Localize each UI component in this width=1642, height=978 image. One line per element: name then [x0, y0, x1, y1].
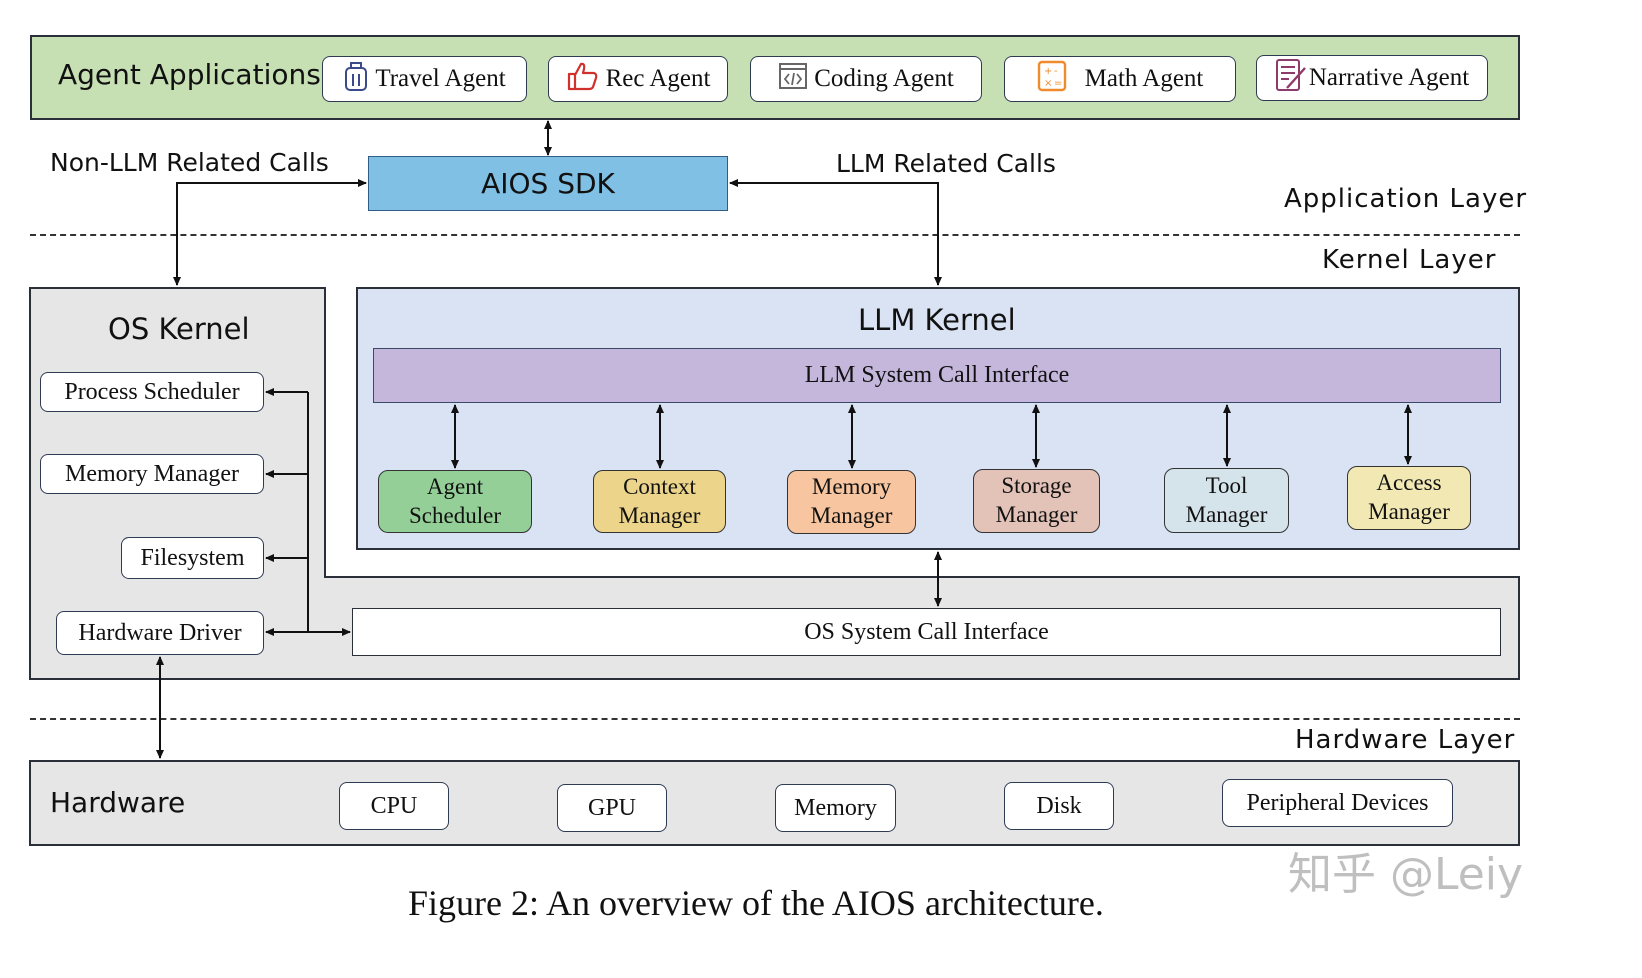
kernel-gap: [326, 552, 1520, 576]
agent-label: Narrative Agent: [1308, 64, 1470, 91]
disk-box: Disk: [1004, 782, 1114, 830]
component-label-line1: Memory: [811, 474, 892, 500]
context-manager-box: Context Manager: [593, 470, 726, 533]
component-label: Hardware Driver: [78, 619, 242, 646]
non-llm-calls-label: Non-LLM Related Calls: [50, 148, 329, 177]
tool-manager-box: Tool Manager: [1164, 468, 1289, 533]
storage-manager-box: Storage Manager: [973, 469, 1100, 533]
os-kernel-title: OS Kernel: [108, 312, 250, 346]
application-kernel-divider: [30, 234, 1520, 236]
application-layer-label: Application Layer: [1284, 184, 1528, 214]
process-scheduler-box: Process Scheduler: [40, 372, 264, 412]
agent-applications-title: Agent Applications: [58, 58, 321, 91]
agent-label: Math Agent: [1084, 65, 1204, 92]
memory-box: Memory: [775, 784, 896, 832]
hardware-driver-box: Hardware Driver: [56, 611, 264, 655]
llm-syscall-interface: LLM System Call Interface: [373, 348, 1501, 403]
component-label: Memory Manager: [65, 460, 239, 487]
kernel-layer-label: Kernel Layer: [1322, 245, 1497, 275]
memory-manager-box: Memory Manager: [40, 454, 264, 494]
component-label-line1: Storage: [1001, 473, 1072, 499]
component-label: Filesystem: [140, 544, 245, 571]
component-label-line2: Scheduler: [409, 502, 501, 528]
device-label: Disk: [1036, 792, 1082, 819]
document-pen-icon: [1275, 58, 1307, 99]
watermark: 知乎 @Leiy: [1288, 849, 1524, 900]
svg-text:=: =: [1054, 78, 1062, 89]
device-label: Memory: [794, 794, 877, 821]
hardware-layer-label: Hardware Layer: [1295, 725, 1516, 755]
llm-kernel-title: LLM Kernel: [858, 303, 1016, 337]
math-agent-button[interactable]: +-×= Math Agent: [1004, 56, 1236, 102]
component-label-line1: Access: [1376, 470, 1442, 496]
component-label-line1: Tool: [1205, 472, 1248, 498]
os-syscall-label: OS System Call Interface: [804, 618, 1049, 645]
aios-sdk-label: AIOS SDK: [481, 167, 615, 200]
cpu-box: CPU: [339, 782, 449, 830]
luggage-icon: [343, 59, 369, 100]
os-kernel-border-step: [324, 576, 1520, 578]
agent-label: Rec Agent: [605, 65, 711, 92]
code-window-icon: [778, 62, 808, 97]
kernel-hardware-divider: [30, 718, 1520, 720]
narrative-agent-button[interactable]: Narrative Agent: [1256, 55, 1488, 101]
os-kernel-border-right: [324, 287, 326, 577]
component-label-line1: Agent: [426, 473, 484, 499]
svg-text:+: +: [1044, 66, 1052, 77]
component-label-line2: Manager: [618, 502, 701, 528]
aios-sdk-box: AIOS SDK: [368, 156, 728, 211]
llm-kernel-panel: [356, 287, 1520, 550]
calculator-icon: +-×=: [1037, 60, 1067, 99]
memory-manager-llm-box: Memory Manager: [787, 470, 916, 534]
hardware-title: Hardware: [50, 786, 186, 819]
component-label-line2: Manager: [995, 502, 1078, 527]
os-syscall-interface: OS System Call Interface: [352, 608, 1501, 656]
thumbs-up-icon: [566, 60, 600, 99]
filesystem-box: Filesystem: [121, 537, 264, 579]
peripheral-devices-box: Peripheral Devices: [1222, 779, 1453, 827]
component-label: Process Scheduler: [64, 378, 240, 405]
svg-text:-: -: [1054, 66, 1058, 77]
device-label: CPU: [370, 792, 418, 819]
device-label: Peripheral Devices: [1246, 789, 1429, 816]
access-manager-box: Access Manager: [1347, 466, 1471, 530]
figure-caption: Figure 2: An overview of the AIOS archit…: [408, 883, 1104, 923]
agent-label: Coding Agent: [814, 65, 954, 92]
component-label-line2: Manager: [810, 503, 893, 528]
rec-agent-button[interactable]: Rec Agent: [548, 56, 728, 102]
svg-text:×: ×: [1044, 78, 1052, 89]
coding-agent-button[interactable]: Coding Agent: [750, 56, 982, 102]
llm-calls-label: LLM Related Calls: [836, 149, 1056, 178]
component-label-line2: Manager: [1185, 501, 1268, 527]
gpu-box: GPU: [557, 784, 667, 832]
agent-label: Travel Agent: [375, 65, 506, 92]
agent-scheduler-box: Agent Scheduler: [378, 470, 532, 533]
device-label: GPU: [587, 794, 636, 821]
llm-syscall-label: LLM System Call Interface: [804, 362, 1070, 388]
component-label-line1: Context: [623, 473, 696, 499]
travel-agent-button[interactable]: Travel Agent: [322, 56, 527, 102]
component-label-line2: Manager: [1368, 499, 1450, 524]
